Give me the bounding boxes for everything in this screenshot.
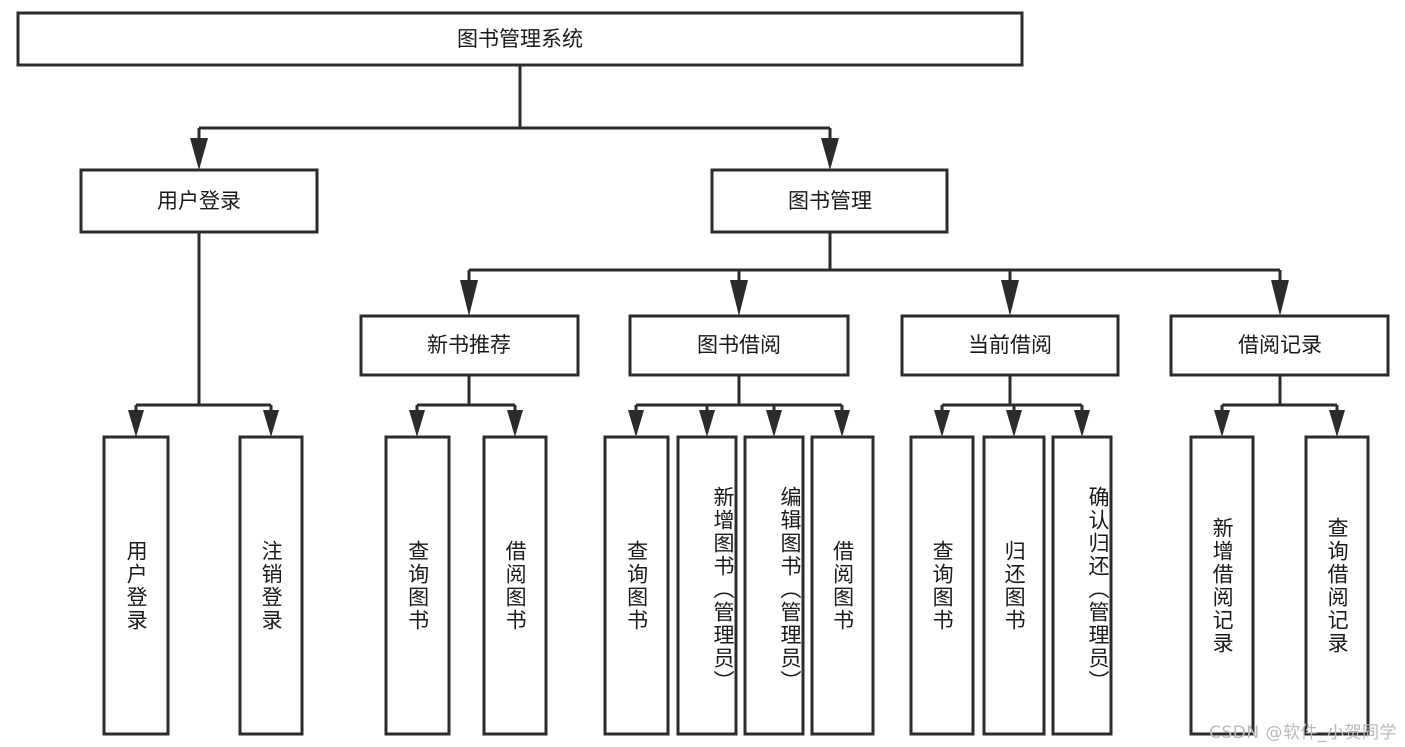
- node-borrow-record[interactable]: 借阅记录: [1169, 314, 1390, 377]
- arrow-head-leaf-query-book-1: [409, 410, 425, 437]
- arrow-head-leaf-add-book: [699, 410, 715, 437]
- arrow-head-borrow-record: [1271, 280, 1289, 316]
- node-root-box[interactable]: [16, 11, 1024, 67]
- node-book-manage[interactable]: 图书管理: [710, 168, 949, 234]
- leaf-box-query-book-2[interactable]: [603, 435, 670, 736]
- arrow-head-leaf-query-book-2: [628, 410, 644, 437]
- arrow-head-leaf-add-record: [1214, 410, 1230, 437]
- arrow-head-leaf-borrow-book-2: [834, 410, 850, 437]
- leaf-box-user-login[interactable]: [102, 435, 170, 736]
- arrow-head-book-borrow: [730, 280, 748, 316]
- leaf-box-user-logout[interactable]: [238, 435, 304, 736]
- arrow-head-leaf-query-book-3: [934, 410, 950, 437]
- node-user-login-label: 用户登录: [157, 189, 241, 213]
- leaf-box-query-record[interactable]: [1304, 435, 1370, 736]
- connector-root-to-level2: [190, 65, 839, 170]
- arrow-head-leaf-borrow-book-1: [507, 410, 523, 437]
- arrow-head-current-borrow: [1001, 280, 1019, 316]
- connector-bookmanage-to-level3: [460, 232, 1289, 316]
- connector-bookborrow-to-leaves: [628, 375, 850, 437]
- node-book-borrow-box[interactable]: [628, 314, 850, 377]
- leaf-box-add-book[interactable]: [676, 435, 738, 736]
- connector-userlogin-to-leaves: [128, 232, 279, 437]
- leaf-box-add-record[interactable]: [1189, 435, 1255, 736]
- leaf-box-query-book-1[interactable]: [384, 435, 451, 736]
- node-new-book-recommend-box[interactable]: [359, 314, 580, 377]
- node-book-borrow-label: 图书借阅: [697, 333, 781, 357]
- arrow-head-leaf-return-book: [1006, 410, 1022, 437]
- arrow-head-book-manage: [821, 138, 839, 170]
- leaf-box-return-book[interactable]: [982, 435, 1046, 736]
- node-current-borrow[interactable]: 当前借阅: [900, 314, 1120, 377]
- arrow-head-leaf-user-login: [128, 410, 144, 437]
- arrow-head-new-book-recommend: [460, 280, 478, 316]
- node-new-book-recommend[interactable]: 新书推荐: [359, 314, 580, 377]
- node-root[interactable]: 图书管理系统: [16, 11, 1024, 67]
- leaf-node-layer: [102, 435, 1370, 736]
- node-borrow-record-label: 借阅记录: [1238, 333, 1322, 357]
- arrow-head-leaf-query-record: [1329, 410, 1345, 437]
- arrow-head-leaf-user-logout: [263, 410, 279, 437]
- node-book-manage-label: 图书管理: [788, 189, 872, 213]
- node-book-manage-box[interactable]: [710, 168, 949, 234]
- node-book-borrow[interactable]: 图书借阅: [628, 314, 850, 377]
- leaf-box-borrow-book-2[interactable]: [810, 435, 875, 736]
- leaf-box-query-book-3[interactable]: [909, 435, 975, 736]
- arrow-head-leaf-edit-book: [766, 410, 782, 437]
- connector-layer: [128, 65, 1345, 437]
- csdn-watermark: CSDN @软件_小贺同学: [1209, 723, 1397, 743]
- node-borrow-record-box[interactable]: [1169, 314, 1390, 377]
- node-new-book-recommend-label: 新书推荐: [427, 333, 511, 357]
- node-user-login-box[interactable]: [79, 168, 319, 234]
- leaf-box-edit-book[interactable]: [743, 435, 805, 736]
- node-current-borrow-label: 当前借阅: [968, 333, 1052, 357]
- node-current-borrow-box[interactable]: [900, 314, 1120, 377]
- connector-currentborrow-to-leaves: [934, 375, 1090, 437]
- leaf-box-borrow-book-1[interactable]: [482, 435, 548, 736]
- connector-newbook-to-leaves: [409, 375, 523, 437]
- arrow-head-user-login: [190, 138, 208, 170]
- arrow-head-leaf-confirm-return: [1074, 410, 1090, 437]
- leaf-box-confirm-return[interactable]: [1051, 435, 1113, 736]
- node-root-label: 图书管理系统: [457, 27, 583, 51]
- connector-borrowrecord-to-leaves: [1214, 375, 1345, 437]
- node-user-login[interactable]: 用户登录: [79, 168, 319, 234]
